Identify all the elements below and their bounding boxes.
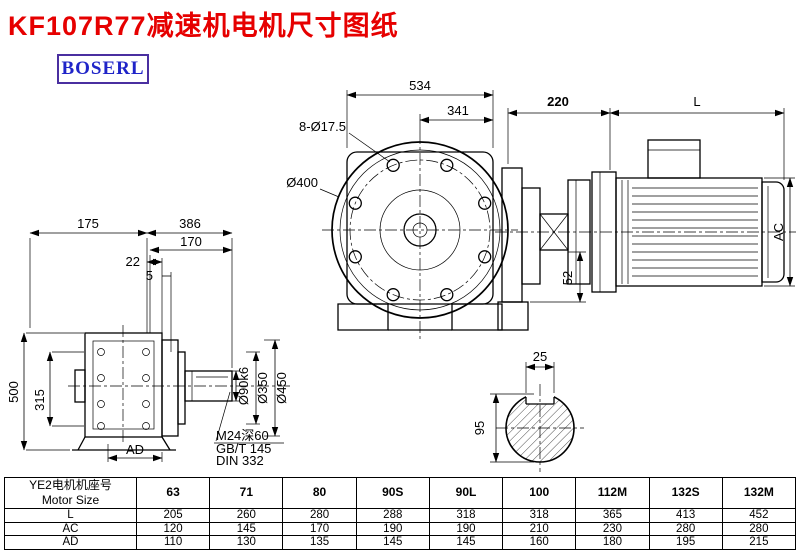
bolt-holes <box>348 158 492 302</box>
note-standard-din: DIN 332 <box>216 453 264 468</box>
flange-spigot <box>177 351 186 425</box>
dim-label: Ø450 <box>274 372 289 404</box>
header-en: Motor Size <box>41 493 100 507</box>
page-title: KF107R77减速机电机尺寸图纸 <box>8 11 399 41</box>
dim-label: 95 <box>472 421 487 435</box>
table-cell: 145 <box>355 535 430 550</box>
face-bolts <box>97 348 150 430</box>
table-cell: 280 <box>721 521 797 537</box>
table-cell: 215 <box>721 535 797 550</box>
dim-label: 8-Ø17.5 <box>299 119 346 134</box>
motor-fins <box>632 187 758 277</box>
dim-label: 534 <box>409 78 431 93</box>
dim-label: 5 <box>146 268 153 283</box>
table-cell: 180 <box>575 535 650 550</box>
row-label-l: L <box>4 508 137 523</box>
table-cell: 288 <box>355 508 430 523</box>
table-cell: 318 <box>428 508 504 523</box>
table-row-ac: AC 120 145 170 190 190 210 230 280 280 <box>4 521 797 537</box>
col-header-90l: 90L <box>428 477 504 509</box>
col-header-63: 63 <box>135 477 211 509</box>
table-cell: 170 <box>282 521 357 537</box>
table-cell: 413 <box>648 508 723 523</box>
terminal-box <box>647 139 701 179</box>
table-cell: 130 <box>209 535 284 550</box>
dim-label: AC <box>771 223 786 241</box>
table-cell: 452 <box>721 508 797 523</box>
front-view: 534 341 8-Ø17.5 Ø400 <box>286 78 518 340</box>
dim-label: Ø90k6 <box>236 367 251 405</box>
table-cell: 120 <box>135 521 211 537</box>
fan-cover <box>761 181 785 283</box>
col-header-100: 100 <box>502 477 577 509</box>
row-label-ad: AD <box>4 535 137 550</box>
table-cell: 318 <box>502 508 577 523</box>
dim-label: 500 <box>6 381 21 403</box>
table-cell: 365 <box>575 508 650 523</box>
shaft-section-view: 25 95 <box>472 349 584 472</box>
dim-label: Ø400 <box>286 175 318 190</box>
dim-label: 175 <box>77 216 99 231</box>
housing-face <box>84 332 163 438</box>
table-cell: 205 <box>135 508 211 523</box>
dim-label: 25 <box>533 349 547 364</box>
table-cell: 190 <box>428 521 504 537</box>
table-cell: 135 <box>282 535 357 550</box>
table-cell: 160 <box>502 535 577 550</box>
table-cell: 210 <box>502 521 577 537</box>
header-cn: YE2电机机座号 <box>29 478 112 492</box>
table-row-l: L 205 260 280 288 318 318 365 413 452 <box>4 508 797 523</box>
col-header-90s: 90S <box>355 477 430 509</box>
motor-size-table: YE2电机机座号 Motor Size 63 71 80 90S 90L 100… <box>4 477 797 550</box>
table-cell: 145 <box>209 521 284 537</box>
col-header-112m: 112M <box>575 477 650 509</box>
dim-label: 170 <box>180 234 202 249</box>
table-row-ad: AD 110 130 135 145 145 160 180 195 215 <box>4 535 797 550</box>
table-cell: 110 <box>135 535 211 550</box>
table-cell: 190 <box>355 521 430 537</box>
dim-label: 341 <box>447 103 469 118</box>
table-cell: 280 <box>282 508 357 523</box>
gearbox-side <box>501 167 523 303</box>
dim-label: L <box>693 94 700 109</box>
note-thread: M24深60 <box>216 428 269 443</box>
table-cell: 230 <box>575 521 650 537</box>
col-header-132m: 132M <box>721 477 797 509</box>
left-view: 175 386 170 22 5 500 315 AD <box>6 216 292 468</box>
dim-label: 386 <box>179 216 201 231</box>
col-header-71: 71 <box>209 477 284 509</box>
brand-logo: BOSERL <box>57 54 149 84</box>
dim-label: 315 <box>32 389 47 411</box>
table-cell: 280 <box>648 521 723 537</box>
dim-label: AD <box>126 442 144 457</box>
dim-label: Ø350 <box>255 372 270 404</box>
dim-label: 22 <box>126 254 140 269</box>
gearbox-foot <box>497 301 529 331</box>
dim-label: 52 <box>560 271 575 285</box>
col-header-132s: 132S <box>648 477 723 509</box>
table-corner-header: YE2电机机座号 Motor Size <box>4 477 137 509</box>
side-view: 220 L AC 52 <box>495 94 796 331</box>
table-cell: 195 <box>648 535 723 550</box>
col-header-80: 80 <box>282 477 357 509</box>
table-cell: 260 <box>209 508 284 523</box>
table-header-row: YE2电机机座号 Motor Size 63 71 80 90S 90L 100… <box>4 477 797 509</box>
note-standard-gb: GB/T 145 <box>216 441 271 456</box>
row-label-ac: AC <box>4 521 137 537</box>
output-flange <box>161 339 179 437</box>
table-cell: 145 <box>428 535 504 550</box>
dim-label: 220 <box>547 94 569 109</box>
